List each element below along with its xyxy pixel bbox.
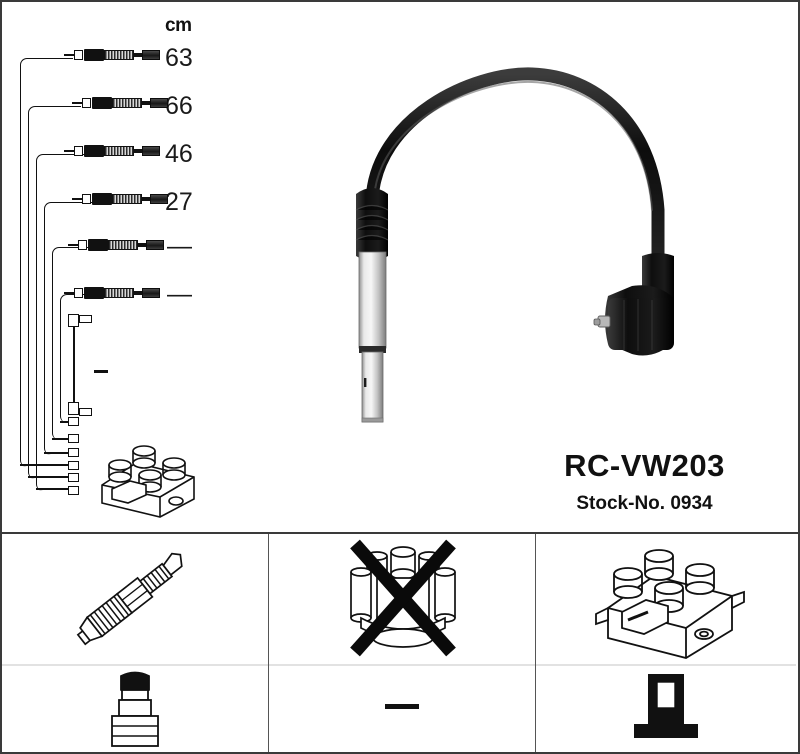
lead-link: [142, 197, 150, 201]
length-value-2: 66: [165, 92, 193, 120]
measurement-unit-header: cm: [165, 16, 211, 36]
cable-highlight: [373, 80, 653, 211]
lead-shield-icon: [108, 240, 138, 250]
harness-lead-3: [64, 144, 172, 158]
harness-lead-2: [72, 96, 172, 110]
jumper-bottom-connector-icon: [68, 402, 79, 415]
lead-end-cap-icon: [146, 240, 164, 250]
harness-run-d: [44, 452, 70, 454]
harness-lead-4: [72, 192, 172, 206]
cm-label: cm: [165, 15, 192, 36]
lead-ferrule-icon: [74, 288, 83, 298]
jumper-dash-marker: [94, 370, 108, 373]
harness-route-1: [20, 58, 73, 467]
panel-spark-plug: [2, 534, 268, 752]
length-value-1: 63: [165, 44, 193, 72]
right-angle-boot-connector: [593, 253, 674, 356]
lead-boot-icon: [84, 49, 104, 61]
lead-end-cap-icon: [150, 98, 168, 108]
ignition-coil-pack-icon-small: [101, 445, 195, 518]
panel-ignition-coil-bottom: [536, 666, 796, 752]
lead-ferrule-icon: [78, 240, 87, 250]
lead-link: [138, 243, 146, 247]
ignition-cable-hero-image: [355, 67, 674, 423]
lead-wire: [64, 150, 76, 152]
lead-end-cap-icon: [142, 146, 160, 156]
lead-wire: [64, 292, 76, 294]
harness-route-2: [28, 106, 81, 479]
product-title: RC-VW203: [564, 448, 725, 483]
coil-terminal-1: [68, 417, 79, 426]
harness-diagram-region: cm 63 66 46 27 — —: [2, 2, 798, 532]
lead-link: [134, 149, 142, 153]
lead-wire: [64, 54, 76, 56]
panel-distributor-cap-bottom: [269, 666, 535, 752]
lead-end-cap-icon: [142, 288, 160, 298]
left-plug-connector: [355, 188, 389, 423]
lead-end-cap-icon: [150, 194, 168, 204]
panel-distributor-cap: [268, 534, 536, 752]
lead-ferrule-icon: [74, 146, 83, 156]
coil-terminal-5: [68, 473, 79, 482]
ignition-coil-pack-icon: [595, 549, 745, 659]
jumper-top-connector-icon: [68, 314, 79, 327]
panel-ignition-coil: [536, 534, 796, 752]
harness-run-e: [52, 438, 70, 440]
stock-number: Stock-No. 0934: [576, 493, 713, 514]
harness-lead-6: [64, 286, 172, 300]
harness-lead-5: [68, 238, 168, 252]
lead-ferrule-icon: [82, 98, 91, 108]
jumper-bottom-tab-icon: [79, 408, 92, 416]
panel-distributor-cap-top: [269, 534, 535, 666]
jumper-wire: [73, 327, 75, 407]
application-panels: [2, 532, 798, 752]
lead-end-cap-icon: [142, 50, 160, 60]
coil-terminal-2: [68, 434, 79, 443]
lead-shield-icon: [104, 50, 134, 60]
crossed-out-x-icon: [350, 539, 456, 657]
coil-terminal-3: [68, 448, 79, 457]
lead-link: [142, 101, 150, 105]
not-applicable-dash: [385, 704, 419, 709]
lead-boot-icon: [92, 193, 112, 205]
length-value-5: —: [167, 232, 192, 260]
length-value-4: 27: [165, 188, 193, 216]
lead-shield-icon: [104, 146, 134, 156]
lead-boot-icon: [84, 145, 104, 157]
harness-route-4: [44, 202, 97, 455]
lead-wire: [72, 198, 84, 200]
lead-wire: [68, 244, 80, 246]
lead-boot-icon: [88, 239, 108, 251]
coil-terminal-4: [68, 461, 79, 470]
harness-run-b: [28, 476, 70, 478]
lead-wire: [72, 102, 84, 104]
panel-ignition-coil-top: [536, 534, 796, 666]
lead-ferrule-icon: [74, 50, 83, 60]
harness-run-a: [20, 464, 70, 466]
lead-boot-icon: [92, 97, 112, 109]
harness-route-3: [36, 154, 89, 491]
jumper-top-tab-icon: [79, 315, 92, 323]
cable-body: [365, 67, 665, 273]
lead-link: [134, 53, 142, 57]
harness-run-f: [60, 421, 70, 423]
lead-boot-icon: [84, 287, 104, 299]
lead-shield-icon: [112, 194, 142, 204]
harness-lead-1: [64, 48, 164, 62]
length-value-6: —: [167, 280, 192, 308]
coil-terminal-icon: [634, 674, 698, 738]
coil-terminal-6: [68, 486, 79, 495]
lead-ferrule-icon: [82, 194, 91, 204]
plug-connector-boot-icon: [111, 671, 159, 747]
spark-plug-icon: [76, 552, 183, 646]
lead-link: [134, 291, 142, 295]
lead-shield-icon: [112, 98, 142, 108]
length-value-3: 46: [165, 140, 193, 168]
panel-spark-plug-bottom: [2, 666, 268, 752]
harness-run-c: [36, 488, 70, 490]
distributor-cap-icon-crossed-out: [350, 539, 456, 657]
panel-spark-plug-top: [2, 534, 268, 666]
lead-shield-icon: [104, 288, 134, 298]
